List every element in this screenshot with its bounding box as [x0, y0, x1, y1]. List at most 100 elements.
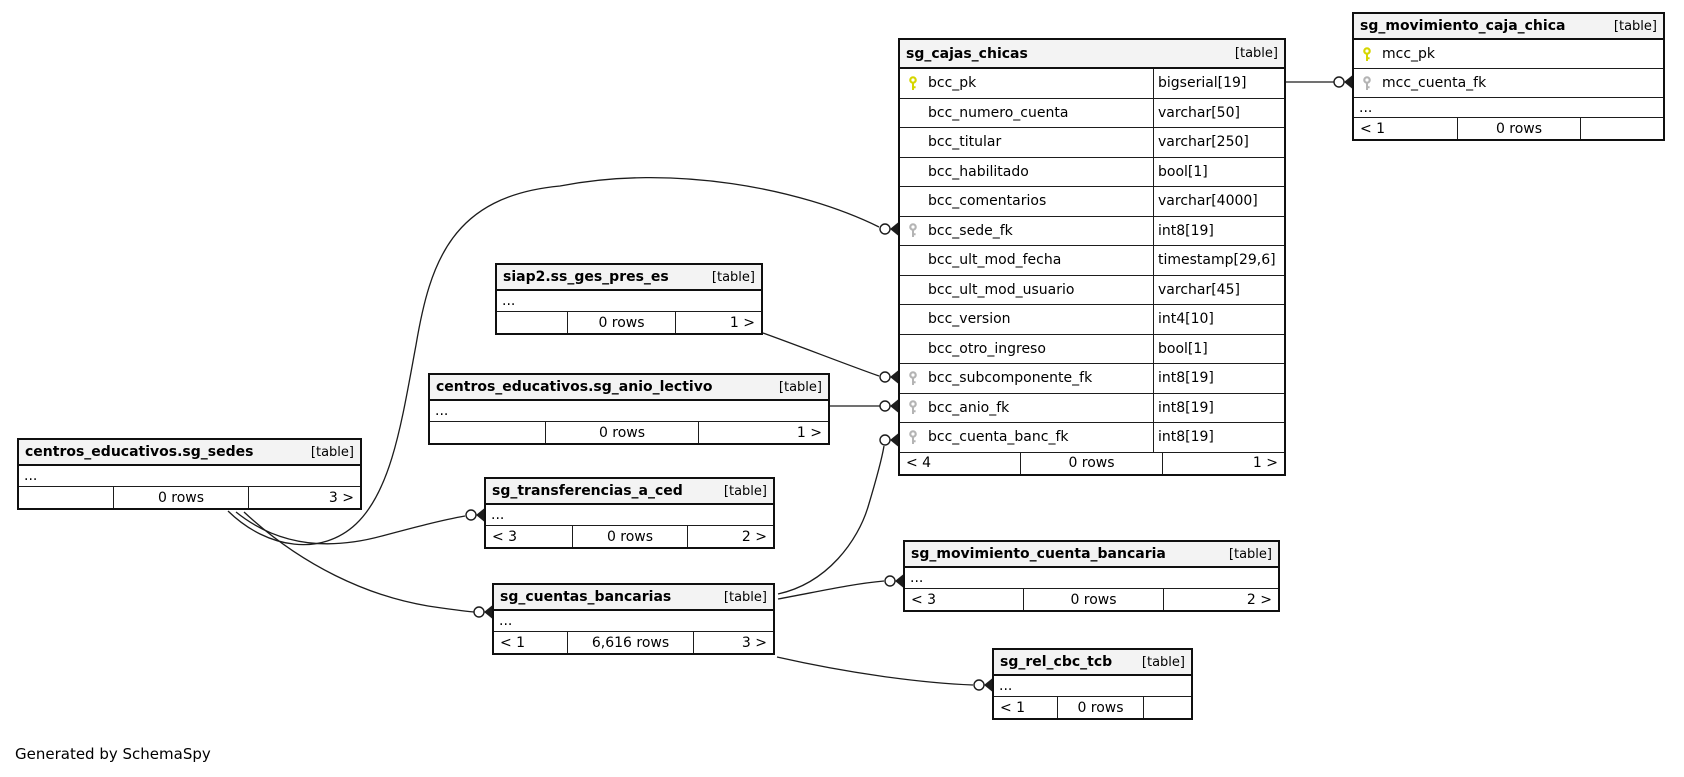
column-name-cell: bcc_subcomponente_fk [900, 364, 1153, 393]
table-name: sg_cuentas_bancarias [500, 589, 672, 605]
table-centros_educativos.sg_sedes[interactable]: centros_educativos.sg_sedes[table]...0 r… [17, 438, 362, 510]
column-name: bcc_habilitado [928, 163, 1029, 180]
column-name-cell: bcc_ult_mod_usuario [900, 276, 1153, 305]
cardinality-circle-icon [465, 509, 477, 521]
column-name-cell: mcc_cuenta_fk [1354, 69, 1663, 97]
columns-ellipsis: ... [905, 568, 1278, 589]
column-row: mcc_pk [1354, 40, 1663, 69]
column-name: mcc_pk [1382, 46, 1436, 62]
cardinality-circle-icon [884, 575, 896, 587]
footer-parents-cell: < 4 [906, 455, 932, 472]
columns-ellipsis: ... [19, 466, 360, 487]
table-title-bar: siap2.ss_ges_pres_es [table] [497, 265, 761, 291]
column-name-cell: bcc_version [900, 305, 1153, 334]
relationship-sedes__cuentas [243, 511, 492, 619]
footer-rowcount-cell: 0 rows [567, 312, 675, 333]
footer-children-cell: 3 > [248, 487, 360, 508]
table-tag: [table] [1141, 654, 1185, 670]
column-name: bcc_sede_fk [928, 222, 1013, 239]
cardinality-arrow-icon [895, 574, 903, 588]
footer-parents-cell: < 1 [500, 634, 526, 651]
column-row: mcc_cuenta_fk [1354, 69, 1663, 98]
relationship-line [777, 445, 885, 595]
column-name-cell: bcc_habilitado [900, 158, 1153, 187]
table-title-bar: sg_cuentas_bancarias[table] [494, 585, 773, 611]
column-name: bcc_comentarios [928, 193, 1047, 210]
columns-ellipsis: ... [494, 611, 773, 632]
column-name: bcc_titular [928, 134, 1002, 151]
footer-children-cell [1580, 118, 1663, 139]
cardinality-arrow-icon [476, 508, 484, 522]
relationship-sedes__cajas_sede [227, 176, 898, 546]
columns-ellipsis: ... [497, 291, 761, 312]
column-name: bcc_anio_fk [928, 399, 1010, 416]
cardinality-circle-icon [879, 371, 891, 383]
fk-key-slot [907, 370, 919, 386]
table-title-bar: sg_cajas_chicas[table] [900, 40, 1284, 69]
column-type-cell: varchar[250] [1153, 128, 1284, 157]
column-type-cell: varchar[4000] [1153, 187, 1284, 216]
relationship-cuentas__mov_cuenta [777, 574, 903, 600]
relationship-cajas_pk__mcc_cuenta [1286, 75, 1352, 89]
footer-parents-cell: < 3 [492, 528, 518, 545]
foreign-key-icon [909, 370, 917, 385]
table-centros_educativos.sg_anio_lectivo[interactable]: centros_educativos.sg_anio_lectivo[table… [428, 373, 830, 445]
table-name: siap2.ss_ges_pres_es [503, 269, 669, 285]
foreign-key-icon [909, 400, 917, 415]
cardinality-arrow-icon [984, 678, 992, 692]
relationship-line [227, 176, 880, 546]
foreign-key-icon [909, 429, 917, 444]
foreign-key-icon [909, 223, 917, 238]
footer-rowcount-cell: 0 rows [1020, 452, 1162, 474]
table-name: centros_educativos.sg_anio_lectivo [436, 379, 713, 395]
table-sg_movimiento_cuenta_bancaria[interactable]: sg_movimiento_cuenta_bancaria[table]...<… [903, 540, 1280, 612]
column-name-cell: bcc_anio_fk [900, 394, 1153, 423]
pk-key-slot [907, 75, 919, 91]
relationship-line [243, 511, 475, 613]
column-name-cell: bcc_ult_mod_fecha [900, 246, 1153, 275]
column-type-cell: int8[19] [1153, 216, 1284, 245]
column-type-cell: varchar[50] [1153, 98, 1284, 127]
footer-children-cell: 2 > [687, 526, 773, 547]
column-name-cell: bcc_cuenta_banc_fk [900, 423, 1153, 452]
table-title-bar: sg_movimiento_caja_chica[table] [1354, 14, 1663, 40]
table-tag: [table] [723, 483, 767, 499]
column-name-cell: bcc_numero_cuenta [900, 99, 1153, 128]
column-type-cell: varchar[45] [1153, 275, 1284, 304]
footer-rowcount-cell: 0 rows [572, 526, 687, 547]
column-name: bcc_cuenta_banc_fk [928, 429, 1069, 446]
column-row: bcc_sede_fk int8[19] [900, 216, 1284, 246]
footer-parents-cell: < 1 [1000, 699, 1026, 716]
table-tag: [table] [1228, 546, 1272, 562]
primary-key-icon [909, 75, 917, 90]
generated-by-note: Generated by SchemaSpy [15, 745, 211, 763]
table-tag: [table] [711, 269, 755, 285]
columns-ellipsis: ... [1354, 98, 1663, 118]
footer-children-cell: 1 > [698, 422, 828, 443]
footer-rowcount-cell: 0 rows [1457, 118, 1580, 139]
column-type-cell: timestamp[29,6] [1153, 246, 1284, 275]
column-type-cell: bool[1] [1153, 157, 1284, 186]
footer-children-cell: 2 > [1163, 589, 1278, 610]
column-name: bcc_ult_mod_fecha [928, 252, 1062, 269]
cardinality-arrow-icon [890, 433, 898, 447]
pk-key-slot [1361, 46, 1373, 62]
column-name-cell: mcc_pk [1354, 40, 1663, 68]
